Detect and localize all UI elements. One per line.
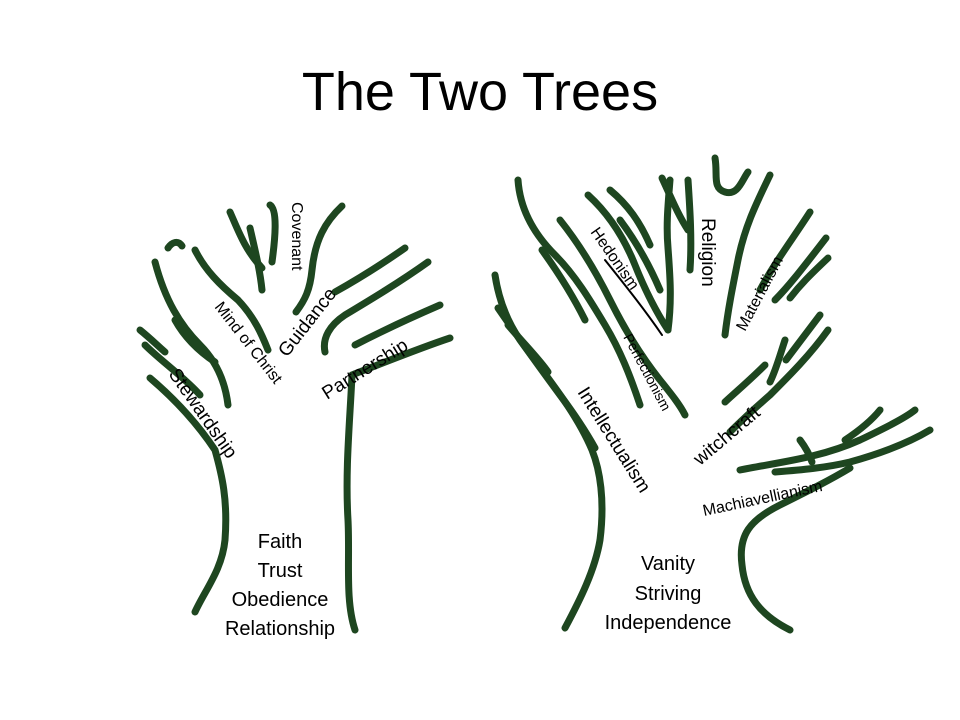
- right-branch: [658, 174, 692, 234]
- right-branch: [796, 436, 816, 466]
- left-branch: [351, 301, 444, 349]
- right-branch: [663, 176, 674, 334]
- right-branch: [514, 176, 644, 409]
- left-trunk-word: Obedience: [232, 589, 329, 611]
- right-branch: [584, 191, 672, 334]
- right-branch: [786, 254, 832, 302]
- right-branch: [711, 154, 752, 197]
- right-branch: [726, 326, 832, 436]
- right-branch: [556, 216, 689, 419]
- right-branch: [771, 426, 934, 476]
- label-religion: Religion: [697, 218, 718, 287]
- left-branch: [320, 258, 432, 356]
- left-branch: [151, 258, 232, 409]
- right-trunk-word: Independence: [605, 612, 732, 634]
- slide-title: The Two Trees: [302, 62, 658, 122]
- left-branch: [331, 244, 409, 296]
- left-tree-trunk-left: [146, 374, 230, 616]
- right-branch: [841, 406, 884, 444]
- right-branch: [606, 186, 654, 249]
- left-trunk-words: Faith Trust Obedience Relationship: [225, 531, 335, 640]
- right-tree-trunk-right: [737, 464, 854, 634]
- label-covenant: Covenant: [288, 202, 305, 271]
- right-branch: [721, 171, 774, 339]
- right-branch: [504, 321, 552, 376]
- left-branch: [136, 326, 169, 356]
- left-tree-trunk-right: [343, 371, 359, 634]
- left-trunk-word: Trust: [258, 560, 303, 582]
- right-tree: [491, 154, 934, 634]
- right-branch: [782, 311, 824, 364]
- left-branch: [348, 334, 454, 379]
- left-branch: [171, 316, 219, 366]
- right-branch: [616, 216, 664, 294]
- left-tree: [136, 201, 454, 634]
- right-branch: [721, 361, 769, 406]
- right-branch: [766, 336, 789, 386]
- right-branch: [538, 246, 589, 324]
- label-witchcraft: witchcraft: [689, 402, 765, 471]
- label-stewardship: Stewardship: [164, 365, 241, 463]
- left-branch: [266, 201, 279, 266]
- right-trunk-word: Vanity: [641, 553, 695, 575]
- left-branch: [164, 238, 186, 252]
- left-branch: [191, 246, 272, 354]
- right-branch: [736, 406, 919, 474]
- right-trunk-word: Striving: [635, 583, 702, 605]
- right-branch: [684, 176, 695, 274]
- right-branch: [756, 208, 814, 294]
- left-trunk-word: Relationship: [225, 618, 335, 640]
- left-branch: [292, 202, 346, 316]
- hedonism-divider-line: [604, 259, 663, 336]
- left-trunk-word: Faith: [258, 531, 302, 553]
- label-partnership: Partnership: [319, 335, 413, 404]
- left-branch: [141, 341, 204, 399]
- left-branch: [246, 224, 266, 294]
- right-branch: [771, 234, 830, 304]
- right-trunk-words: Vanity Striving Independence: [605, 553, 732, 634]
